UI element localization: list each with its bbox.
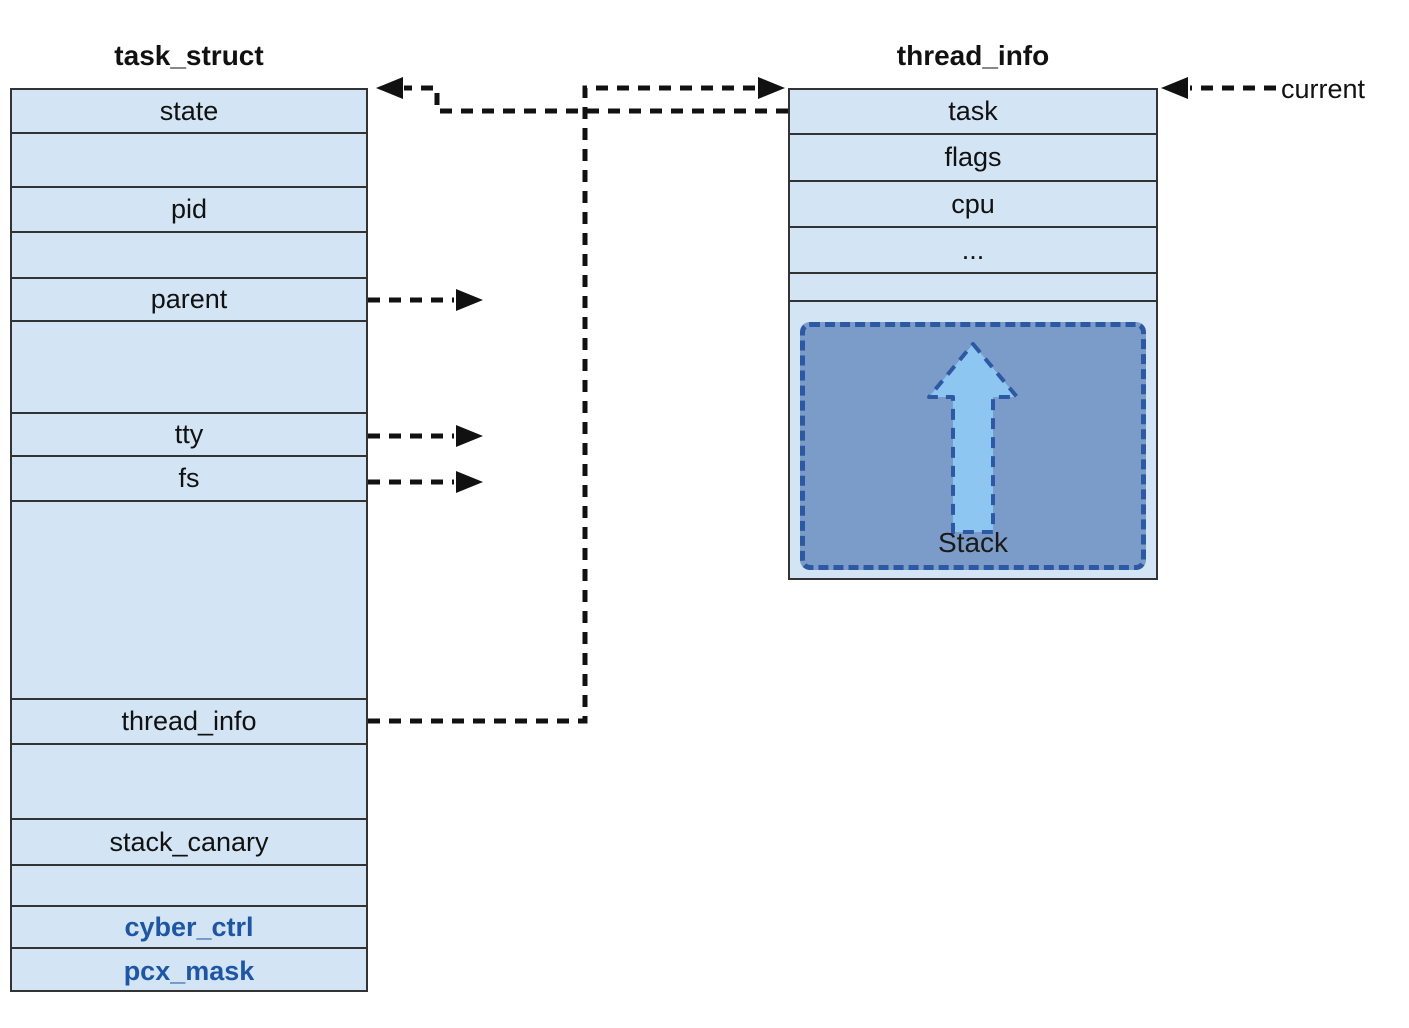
arrow-current-to-thread-info [1161,77,1276,99]
thread-info-row-empty [790,274,1156,302]
task-struct-row-empty [12,502,366,700]
thread-info-cell-label: cpu [951,188,995,219]
task-struct-cell-label: parent [150,284,228,314]
task-struct-row-fs: fs [12,457,366,502]
task-struct-row-thread-info: thread_info [12,700,366,745]
task-struct-row-empty [12,866,366,907]
task-struct-cell-label: thread_info [121,706,257,736]
task-struct-title: task_struct [114,40,264,71]
task-struct-row-empty [12,322,366,414]
thread-info-row-task: task [790,90,1156,135]
task-struct-row-empty [12,134,366,188]
task-struct-row-parent: parent [12,279,366,322]
thread-info-cell-label: ... [961,234,985,265]
task-struct-row-stack-canary: stack_canary [12,820,366,866]
task-struct-cell-label: pcx_mask [123,955,255,986]
stack-region: Stack [800,322,1146,570]
thread-info-row-empty: ... [790,228,1156,274]
stack-label: Stack [937,527,1009,558]
task-struct-box: state pid parent tty fs thread_info stack_cana… [10,88,368,992]
task-struct-cell-label: pid [170,194,208,224]
task-struct-cell-label: cyber_ctrl [124,911,254,942]
thread-info-box: task flags cpu... Stack [788,88,1158,580]
current-pointer-label: current [1281,74,1366,104]
task-struct-row-tty: tty [12,414,366,457]
task-struct-row-state: state [12,90,366,134]
task-struct-row-empty [12,745,366,820]
arrow-task-to-task-struct [376,77,788,114]
arrow-thread-info-field-to-thread-info [368,77,785,724]
thread-info-cell-label: flags [944,142,1002,172]
task-struct-cell-label: tty [174,419,204,449]
stack-cell: Stack [790,302,1156,580]
task-struct-row-cyber-ctrl: cyber_ctrl [12,907,366,949]
arrow-fs-pointer [368,471,483,493]
thread-info-title: thread_info [896,40,1050,71]
task-struct-cell-label: fs [178,463,200,493]
thread-info-cell-label: task [948,96,998,126]
thread-info-row-cpu: cpu [790,182,1156,228]
arrow-parent-pointer [368,289,483,311]
thread-info-rows: task flags cpu... [790,90,1156,302]
stack-grow-up-arrow-icon [927,342,1019,534]
task-struct-cell-label: state [159,95,219,126]
task-struct-row-pcx-mask: pcx_mask [12,949,366,993]
task-struct-row-empty [12,233,366,279]
task-struct-cell-label: stack_canary [109,826,269,857]
task-struct-rows: state pid parent tty fs thread_info stack_cana… [12,90,366,993]
task-struct-row-pid: pid [12,188,366,233]
thread-info-row-flags: flags [790,135,1156,182]
arrow-tty-pointer [368,425,483,447]
